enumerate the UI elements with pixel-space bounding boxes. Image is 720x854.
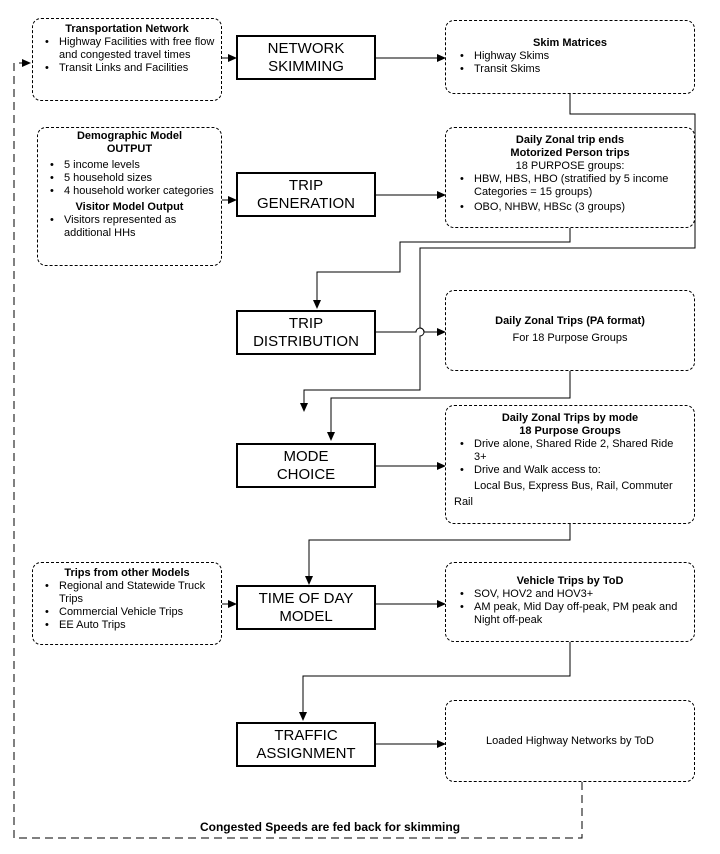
transportation-item: Highway Facilities with free flow and co… bbox=[45, 36, 215, 62]
pa-trips-subtitle: For 18 Purpose Groups bbox=[512, 332, 628, 344]
step-label: TRAFFIC bbox=[274, 726, 338, 744]
skim-item: Transit Skims bbox=[460, 63, 686, 76]
mode-trips-title: Daily Zonal Trips by mode bbox=[501, 412, 639, 424]
other-models-box: Trips from other Models Regional and Sta… bbox=[32, 562, 222, 645]
transportation-network-box: Transportation Network Highway Facilitie… bbox=[32, 18, 222, 101]
mode-trips-box: Daily Zonal Trips by mode 18 Purpose Gro… bbox=[445, 405, 695, 524]
visitor-model-title: Visitor Model Output bbox=[75, 201, 184, 213]
purpose-groups-label: 18 PURPOSE groups: bbox=[515, 160, 625, 172]
demographic-item: 5 household sizes bbox=[50, 172, 215, 185]
arrow-distribution-to-pa bbox=[376, 327, 446, 336]
other-models-item: Commercial Vehicle Trips bbox=[45, 606, 215, 619]
transit-modes-list: Local Bus, Express Bus, Rail, Commuter bbox=[474, 480, 673, 492]
trip-ends-title: Daily Zonal trip ends bbox=[515, 134, 625, 146]
trip-ends-item: OBO, NHBW, HBSc (3 groups) bbox=[460, 201, 686, 214]
demographic-model-box: Demographic Model OUTPUT 5 income levels… bbox=[37, 127, 222, 266]
step-label: SKIMMING bbox=[268, 57, 344, 75]
feedback-label: Congested Speeds are fed back for skimmi… bbox=[199, 820, 461, 834]
vehicle-trips-title: Vehicle Trips by ToD bbox=[516, 575, 624, 587]
traffic-assignment-step: TRAFFIC ASSIGNMENT bbox=[236, 722, 376, 767]
skim-matrices-box: Skim Matrices Highway Skims Transit Skim… bbox=[445, 20, 695, 94]
step-label: CHOICE bbox=[276, 465, 336, 483]
demographic-title: Demographic Model bbox=[76, 130, 183, 142]
step-label: GENERATION bbox=[256, 194, 356, 212]
other-models-item: EE Auto Trips bbox=[45, 619, 215, 632]
connector-pa-to-modechoice bbox=[327, 371, 571, 441]
visitor-item: Visitors represented as additional HHs bbox=[50, 214, 215, 240]
mode-trips-subtitle: 18 Purpose Groups bbox=[519, 425, 621, 437]
connector-skims-to-modechoice bbox=[300, 94, 696, 412]
vehicle-trips-item: AM peak, Mid Day off-peak, PM peak and N… bbox=[460, 601, 686, 627]
demographic-item: 5 income levels bbox=[50, 159, 215, 172]
pa-trips-title: Daily Zonal Trips (PA format) bbox=[495, 315, 645, 327]
pa-trips-box: Daily Zonal Trips (PA format) For 18 Pur… bbox=[445, 290, 695, 371]
transportation-network-title: Transportation Network bbox=[65, 23, 189, 35]
step-label: TRIP bbox=[288, 176, 324, 194]
trip-ends-subtitle: Motorized Person trips bbox=[510, 147, 630, 159]
vehicle-trips-box: Vehicle Trips by ToD SOV, HOV2 and HOV3+… bbox=[445, 562, 695, 642]
trip-ends-box: Daily Zonal trip ends Motorized Person t… bbox=[445, 127, 695, 228]
loaded-networks-label: Loaded Highway Networks by ToD bbox=[486, 734, 654, 747]
transportation-item: Transit Links and Facilities bbox=[45, 62, 215, 75]
trip-generation-step: TRIP GENERATION bbox=[236, 172, 376, 217]
loaded-networks-box: Loaded Highway Networks by ToD bbox=[445, 700, 695, 782]
vehicle-trips-item: SOV, HOV2 and HOV3+ bbox=[460, 588, 686, 601]
demographic-title-output: OUTPUT bbox=[106, 143, 153, 155]
connector-tripends-to-distribution bbox=[313, 228, 571, 309]
step-label: ASSIGNMENT bbox=[256, 744, 356, 762]
transit-modes-tail: Rail bbox=[454, 496, 473, 508]
step-label: NETWORK bbox=[267, 39, 345, 57]
trip-distribution-step: TRIP DISTRIBUTION bbox=[236, 310, 376, 355]
step-label: TRIP bbox=[288, 314, 324, 332]
other-models-title: Trips from other Models bbox=[64, 567, 190, 579]
network-skimming-step: NETWORK SKIMMING bbox=[236, 35, 376, 80]
mode-trips-item: Drive alone, Shared Ride 2, Shared Ride … bbox=[460, 438, 686, 464]
step-label: MODEL bbox=[279, 607, 333, 625]
step-label: DISTRIBUTION bbox=[253, 332, 359, 350]
mode-trips-item: Drive and Walk access to: bbox=[460, 464, 686, 477]
demographic-item: 4 household worker categories bbox=[50, 185, 215, 198]
time-of-day-step: TIME OF DAY MODEL bbox=[236, 585, 376, 630]
connector-modetrips-to-tod bbox=[305, 524, 571, 585]
other-models-item: Regional and Statewide Truck Trips bbox=[45, 580, 215, 606]
trip-ends-item: HBW, HBS, HBO (stratified by 5 income Ca… bbox=[460, 173, 686, 199]
step-label: MODE bbox=[283, 447, 329, 465]
skim-item: Highway Skims bbox=[460, 50, 686, 63]
feedback-loop-dashed-line bbox=[13, 59, 583, 839]
mode-choice-step: MODE CHOICE bbox=[236, 443, 376, 488]
skim-matrices-title: Skim Matrices bbox=[533, 37, 607, 49]
step-label: TIME OF DAY bbox=[258, 589, 354, 607]
connector-vehicletrips-to-assignment bbox=[299, 642, 571, 721]
